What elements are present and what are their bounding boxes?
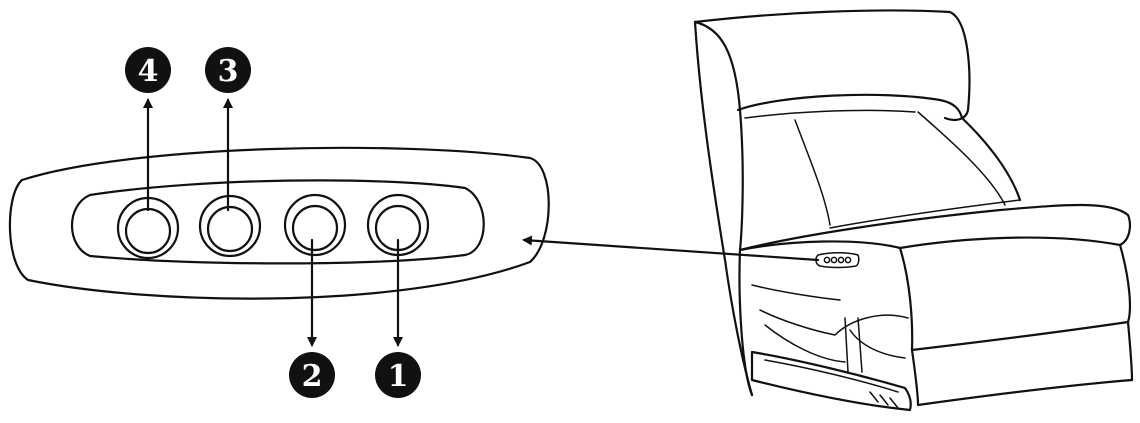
chair-footrest-upper <box>751 284 841 301</box>
button-3-ring <box>198 194 262 258</box>
chair-footrest-link-2 <box>849 329 906 359</box>
callout-4-marker <box>125 47 171 93</box>
button-3-cap <box>206 205 254 253</box>
callout-4-label: 4 <box>138 54 159 89</box>
panel-housing <box>8 146 550 300</box>
callout-3: 3 <box>205 47 251 93</box>
panel-button-3[interactable] <box>198 194 262 258</box>
pointer-arrow <box>522 235 820 262</box>
recliner-chair <box>693 9 1134 412</box>
callout-2-label: 2 <box>302 359 323 394</box>
chair-footrest-link-4 <box>857 317 863 373</box>
callout-3-marker <box>205 47 251 93</box>
callout-1: 1 <box>375 352 421 398</box>
chair-footrest-board <box>750 350 912 412</box>
callout-4: 4 <box>125 47 171 93</box>
panel-button-recess <box>70 179 485 265</box>
chair-footrest-hatch <box>869 391 899 409</box>
control-panel <box>8 98 550 347</box>
chair-back-right-edge <box>960 116 1022 202</box>
callout-2-marker <box>289 352 335 398</box>
chair-base-front <box>910 348 920 407</box>
chair-footrest-inner <box>764 359 899 393</box>
chair-seat-cushion <box>738 203 1131 252</box>
chair-control-button-1 <box>844 256 852 264</box>
chair-footrest-hinge <box>759 309 909 336</box>
chair-backrest <box>693 9 971 121</box>
chair-footrest-link-3 <box>844 317 849 373</box>
callout-1-label: 1 <box>388 359 409 394</box>
chair-base-bottom <box>916 378 1134 407</box>
chair-control-button-4 <box>823 256 831 264</box>
chair-side-outer <box>693 20 754 397</box>
chair-back-seam-right <box>917 111 1006 206</box>
chair-seat-front <box>898 236 1132 324</box>
callout-3-label: 3 <box>218 54 239 89</box>
chair-headrest-seam <box>744 109 916 119</box>
button-4-cap <box>124 207 172 255</box>
chair-control-button-3 <box>830 256 838 264</box>
panel-button-2[interactable] <box>283 193 347 257</box>
chair-arm-front <box>738 240 914 352</box>
button-2-ring <box>283 193 347 257</box>
chair-seat-seam <box>829 199 1021 229</box>
chair-base-right <box>1126 320 1134 382</box>
chair-control-panel <box>815 252 860 269</box>
chair-control-button-2 <box>837 256 845 264</box>
chair-back-seam-left <box>794 119 831 226</box>
chair-footrest-link-1 <box>764 324 846 363</box>
chair-seat-bottom-edge <box>910 320 1130 352</box>
chair-backrest-front <box>736 93 964 120</box>
chair-side-wing <box>693 20 754 397</box>
callout-1-marker <box>375 352 421 398</box>
button-2-cap <box>291 204 339 252</box>
callout-2: 2 <box>289 352 335 398</box>
chair-control-housing <box>815 252 860 269</box>
